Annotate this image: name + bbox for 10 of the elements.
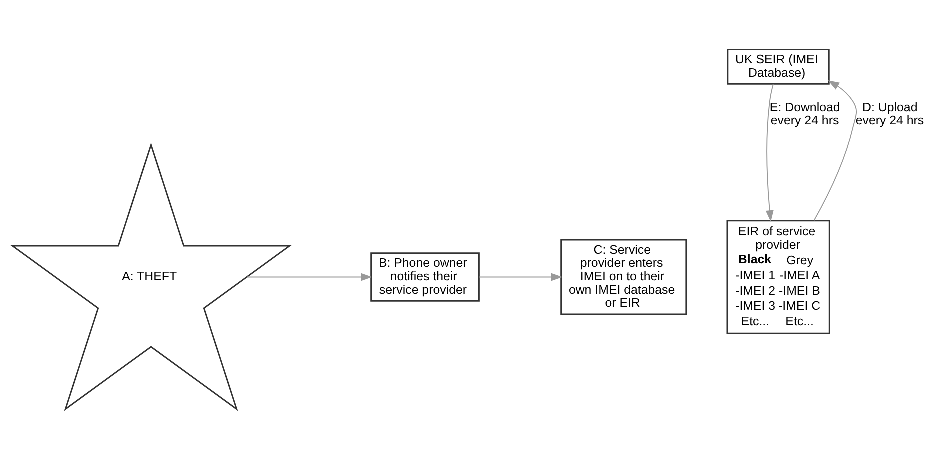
arrow xyxy=(766,84,774,222)
edge-label: E: Download every 24 hrs xyxy=(770,100,840,128)
arrow xyxy=(814,80,858,222)
node-box: EIR of service provider Black Grey -IMEI 1 -IMEI A -IMEI 2 -IMEI B -IMEI 3 -IMEI C Etc... Etc... xyxy=(726,220,830,334)
edge-label: D: Upload every 24 hrs xyxy=(856,100,924,128)
arrow xyxy=(246,273,372,282)
arrow xyxy=(479,273,563,282)
node-box: UK SEIR (IMEI Database) xyxy=(727,49,830,85)
node-box: C: Service provider enters IMEI on to their own IMEI database or EIR xyxy=(560,239,688,316)
node-box: B: Phone owner notifies their service provider xyxy=(370,252,480,302)
